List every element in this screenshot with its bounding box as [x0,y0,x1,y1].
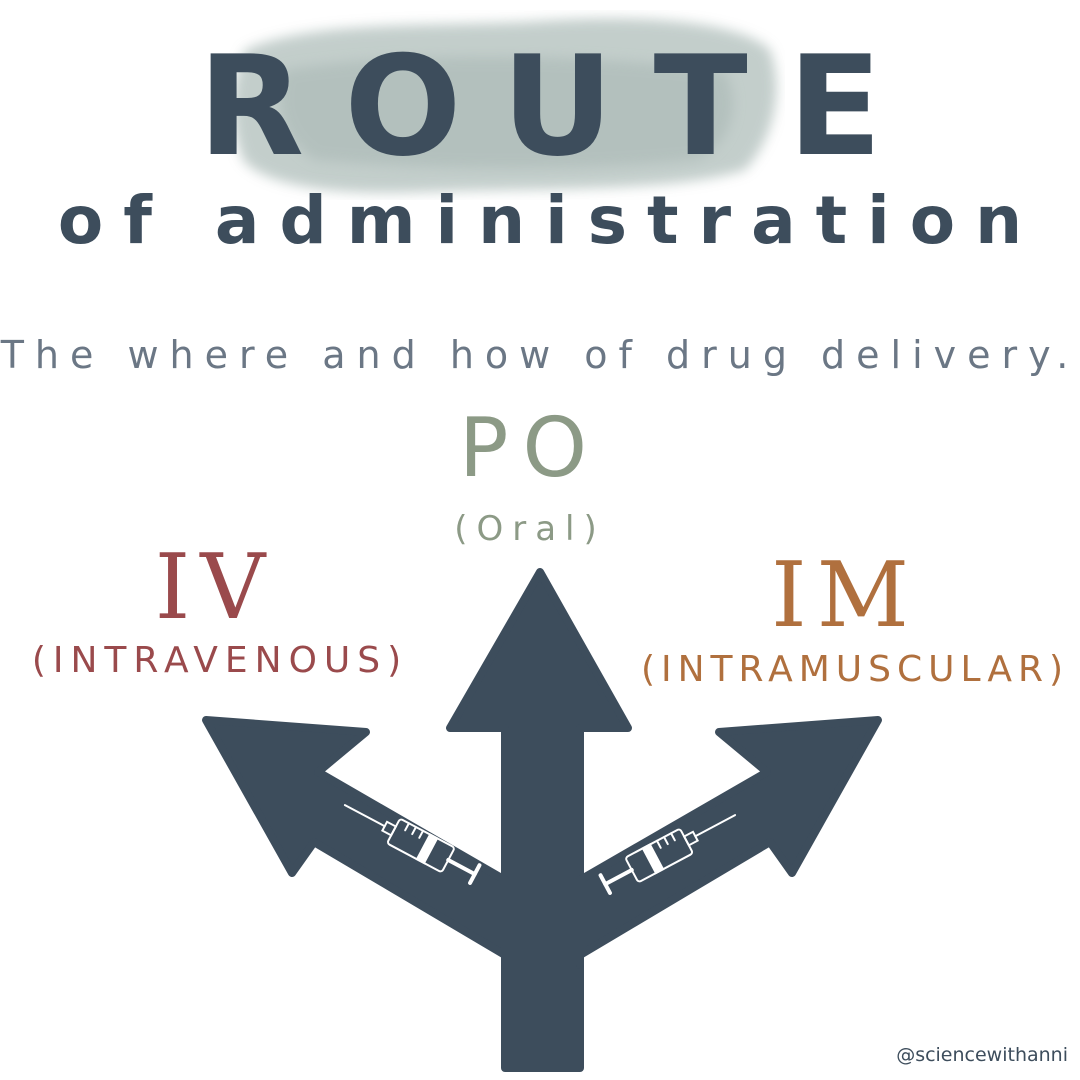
route-intravenous-label: (INTRAVENOUS) [31,640,409,681]
page-title: ROUTE [197,26,923,187]
page-subtitle: of administration [57,182,1043,259]
tagline: The where and how of drug delivery. [0,333,1080,377]
watercolor-wash [232,18,777,193]
route-oral-abbr: PO [459,401,601,496]
route-oral-label: (Oral) [454,509,606,549]
syringe-icon [343,804,737,895]
route-intramuscular-abbr: IM [771,543,919,648]
social-handle: @sciencewithanni [896,1044,1068,1066]
route-intramuscular-label: (INTRAMUSCULAR) [640,649,1070,690]
route-intravenous-abbr: IV [154,535,276,640]
